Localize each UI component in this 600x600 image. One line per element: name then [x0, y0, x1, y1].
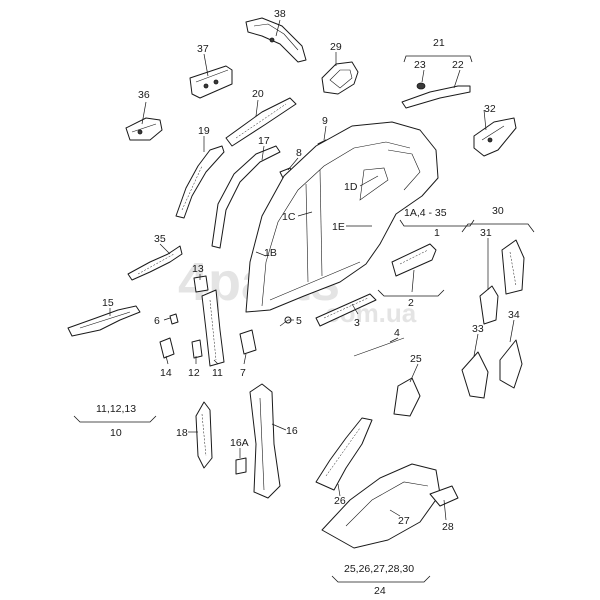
callout-18[interactable]: 18 [176, 427, 188, 439]
callout-3[interactable]: 3 [354, 317, 360, 329]
callout-1e[interactable]: 1E [332, 221, 345, 233]
part-16a-tab[interactable] [235, 457, 247, 475]
part-1-side-panel[interactable] [245, 121, 439, 313]
part-34-bracket[interactable] [499, 339, 523, 389]
callout-22[interactable]: 22 [452, 59, 464, 71]
callout-31[interactable]: 31 [480, 227, 492, 239]
callout-23[interactable]: 23 [414, 59, 426, 71]
part-18-b-pillar-lower[interactable] [195, 401, 213, 469]
callout-32[interactable]: 32 [484, 103, 496, 115]
part-38-roof-rail-strip[interactable] [245, 17, 307, 63]
brace-24 [331, 575, 431, 583]
callout-2[interactable]: 2 [408, 297, 414, 309]
callout-13[interactable]: 13 [192, 263, 204, 275]
part-16-b-pillar[interactable] [249, 383, 281, 499]
callout-21[interactable]: 21 [433, 37, 445, 49]
part-36-small-bracket[interactable] [125, 117, 163, 141]
part-22-side-strip[interactable] [401, 85, 471, 109]
part-7-bracket[interactable] [239, 329, 257, 355]
callout-34[interactable]: 34 [508, 309, 520, 321]
callout-6[interactable]: 6 [154, 315, 160, 327]
callout-labels: 38 37 36 29 21 23 22 20 19 17 9 8 32 1D … [96, 8, 520, 597]
callout-35[interactable]: 35 [154, 233, 166, 245]
callout-4[interactable]: 4 [394, 327, 400, 339]
part-20-upper-reinforcement[interactable] [225, 97, 297, 147]
callout-17[interactable]: 17 [258, 135, 270, 147]
brace-30 [461, 223, 535, 233]
part-31-rear-inner-panel[interactable] [479, 285, 499, 325]
callout-1d[interactable]: 1D [344, 181, 358, 193]
callout-26[interactable]: 26 [334, 495, 346, 507]
part-11-b-pillar-insert[interactable] [201, 289, 225, 367]
part-29-gasket[interactable] [321, 61, 359, 95]
part-15-sill-extension[interactable] [67, 305, 141, 337]
callout-27[interactable]: 27 [398, 515, 410, 527]
callout-16a[interactable]: 16A [230, 437, 249, 449]
callout-14[interactable]: 14 [160, 367, 172, 379]
part-5-bolt[interactable] [279, 316, 292, 327]
leader-lines [109, 19, 515, 521]
callout-33[interactable]: 33 [472, 323, 484, 335]
part-19-a-pillar-reinforcement[interactable] [175, 145, 225, 219]
callout-16[interactable]: 16 [286, 425, 298, 437]
part-14-clip[interactable] [159, 337, 175, 359]
callout-25[interactable]: 25 [410, 353, 422, 365]
braces [73, 55, 535, 583]
part-33-bracket[interactable] [461, 351, 489, 399]
callout-24[interactable]: 24 [374, 585, 386, 597]
callout-24-set: 25,26,27,28,30 [344, 563, 414, 575]
callout-12[interactable]: 12 [188, 367, 200, 379]
part-2-rocker-reinforcement[interactable] [391, 243, 437, 277]
part-25-bracket[interactable] [393, 377, 421, 417]
callout-1b[interactable]: 1B [264, 247, 277, 259]
part-4-rod[interactable] [353, 337, 405, 357]
callout-36[interactable]: 36 [138, 89, 150, 101]
callout-1[interactable]: 1 [434, 227, 440, 239]
callout-28[interactable]: 28 [442, 521, 454, 533]
part-35-front-strut[interactable] [127, 245, 183, 281]
part-17-arc-strip[interactable] [211, 145, 281, 249]
callout-10[interactable]: 10 [110, 427, 122, 439]
callout-38[interactable]: 38 [274, 8, 286, 20]
callout-1-set: 1A,4 - 35 [404, 207, 447, 219]
callout-8[interactable]: 8 [296, 147, 302, 159]
part-3-sill-reinforcement[interactable] [315, 293, 377, 327]
part-27-rear-wheelhouse[interactable] [321, 463, 441, 549]
callout-29[interactable]: 29 [330, 41, 342, 53]
callout-11[interactable]: 11 [212, 367, 223, 379]
brace-10 [73, 415, 157, 423]
callout-20[interactable]: 20 [252, 88, 264, 100]
part-30-rear-inner-panel[interactable] [501, 239, 525, 295]
part-13-plate[interactable] [193, 275, 209, 293]
callout-7[interactable]: 7 [240, 367, 246, 379]
callout-15[interactable]: 15 [102, 297, 114, 309]
brace-1 [399, 219, 475, 227]
part-37-bracket[interactable] [189, 65, 233, 99]
part-26-front-wheelhouse[interactable] [315, 417, 373, 491]
part-28-bracket[interactable] [429, 485, 459, 507]
part-23-clip[interactable] [416, 82, 426, 90]
callout-37[interactable]: 37 [197, 43, 209, 55]
part-12-clip[interactable] [191, 339, 203, 359]
callout-19[interactable]: 19 [198, 125, 210, 137]
part-32-rear-bracket[interactable] [473, 117, 517, 157]
callout-30[interactable]: 30 [492, 205, 504, 217]
callout-5[interactable]: 5 [296, 315, 302, 327]
part-6-clip[interactable] [169, 313, 179, 325]
brace-2 [377, 289, 445, 297]
brace-21 [403, 55, 473, 63]
callout-10-set: 11,12,13 [96, 403, 136, 415]
callout-1c[interactable]: 1C [282, 211, 296, 223]
callout-9[interactable]: 9 [322, 115, 328, 127]
